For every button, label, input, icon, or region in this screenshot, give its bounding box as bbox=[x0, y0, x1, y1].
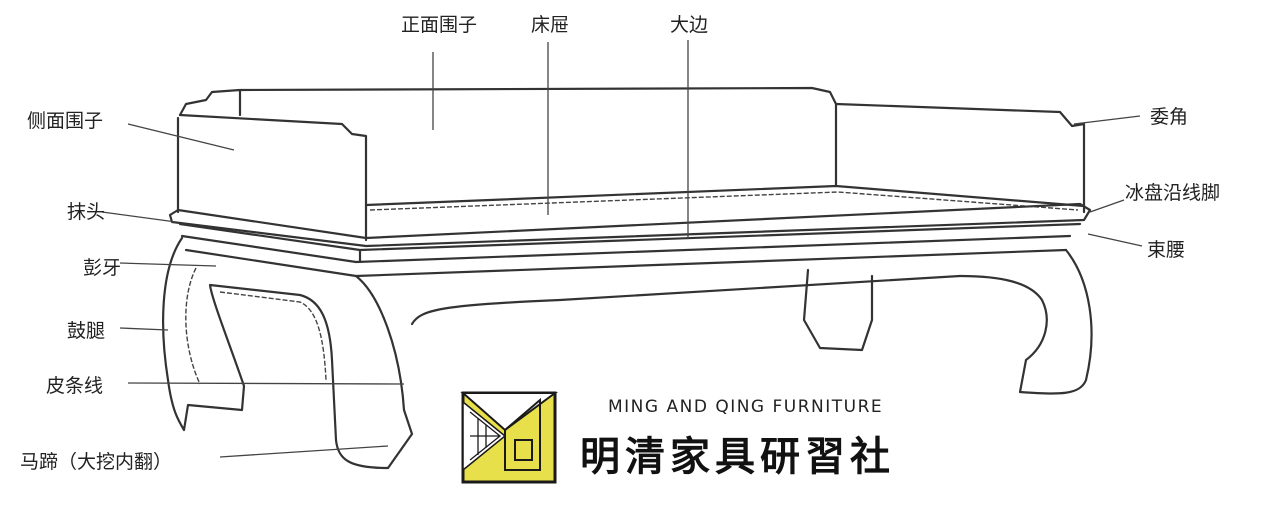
seat-inner-edge bbox=[369, 191, 1079, 211]
label-large-edge: 大边 bbox=[670, 14, 709, 36]
leader-apron bbox=[119, 262, 217, 267]
leader-skin-strip-line bbox=[127, 382, 405, 385]
label-drum-leg: 鼓腿 bbox=[67, 320, 106, 342]
label-side-panel: 侧面围子 bbox=[27, 110, 104, 132]
apron-outline bbox=[180, 234, 1072, 278]
leader-horse-hoof bbox=[219, 445, 389, 458]
label-apron: 彭牙 bbox=[83, 257, 122, 279]
front-rail-underside bbox=[410, 274, 962, 326]
leader-side-panel bbox=[127, 123, 235, 151]
leader-corner bbox=[1073, 115, 1141, 125]
leader-drum-leg bbox=[119, 327, 169, 331]
label-front-panel: 正面围子 bbox=[401, 14, 478, 36]
top-frame-outline bbox=[168, 202, 1092, 248]
right-side-panel-outline bbox=[834, 102, 1086, 214]
label-waist: 束腰 bbox=[1147, 239, 1186, 261]
seat-surface-outline bbox=[364, 184, 1086, 208]
label-skin-strip-line: 皮条线 bbox=[46, 375, 104, 397]
rear-leg-outline bbox=[802, 268, 874, 352]
brand-english-name: MING AND QING FURNITURE bbox=[608, 397, 884, 417]
label-ice-plate-foot: 冰盘沿线脚 bbox=[1125, 182, 1221, 204]
front-left-leg-outline bbox=[162, 236, 414, 470]
brand-logo-icon bbox=[460, 391, 559, 484]
label-top-edge: 抹头 bbox=[67, 201, 106, 223]
left-side-panel-outline bbox=[176, 113, 368, 242]
leader-top-edge bbox=[101, 211, 177, 223]
leader-waist bbox=[1087, 233, 1143, 247]
label-bed-surface: 床屉 bbox=[531, 14, 570, 36]
leader-ice-plate-foot bbox=[1089, 199, 1125, 213]
brand-chinese-name: 明清家具研習社 bbox=[580, 433, 895, 480]
label-corner: 委角 bbox=[1150, 106, 1189, 128]
waist-band-outline bbox=[178, 222, 1082, 264]
front-left-leg-bead bbox=[185, 267, 327, 385]
front-panel-outline bbox=[178, 86, 838, 188]
front-right-leg-outline bbox=[958, 248, 1093, 395]
label-horse-hoof: 马蹄（大挖内翻） bbox=[20, 451, 173, 473]
